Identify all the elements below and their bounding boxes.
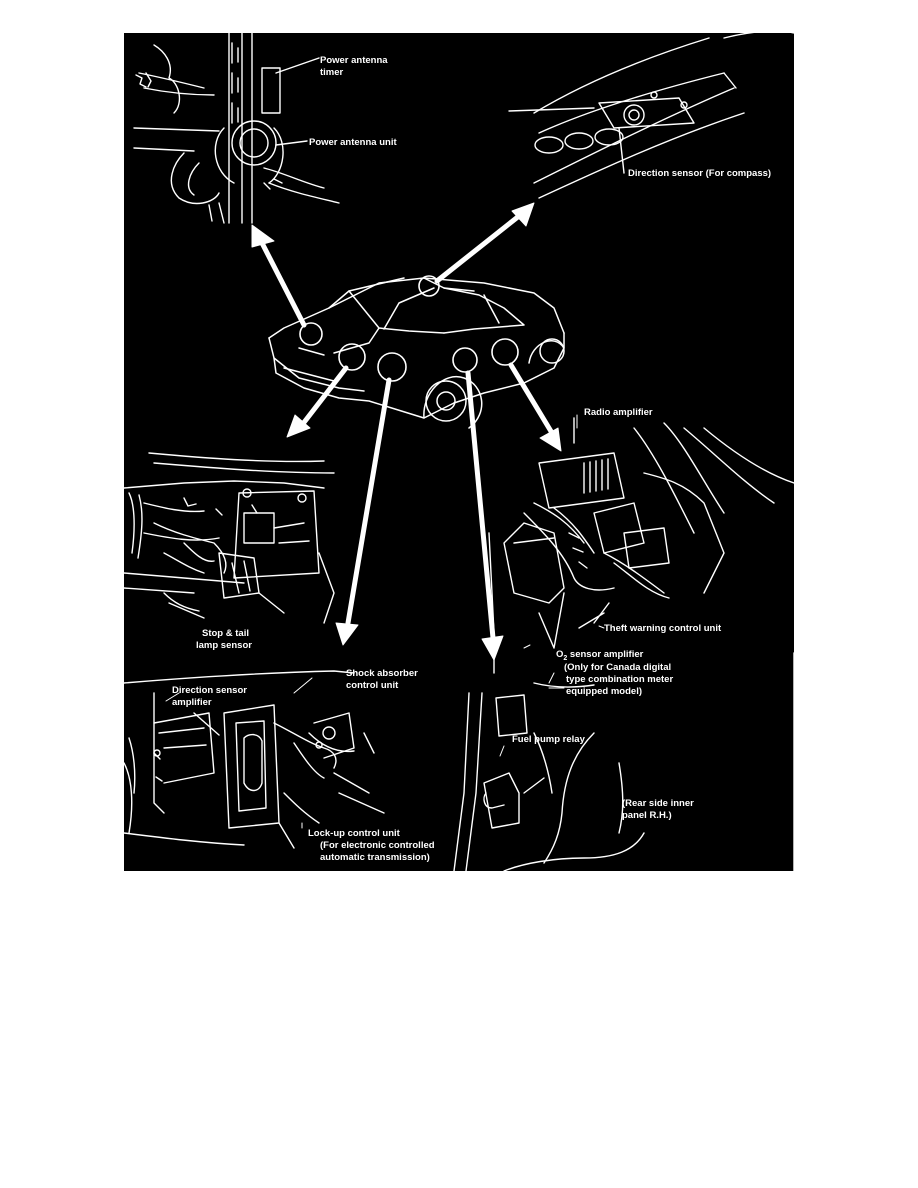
- arrow-to-stop-tail: [299, 365, 349, 428]
- label-stop-tail-2: lamp sensor: [196, 640, 252, 651]
- power-antenna-illustration: [133, 33, 340, 224]
- label-power-antenna-timer-1: Power antenna: [320, 55, 388, 66]
- label-rear-side-1: (Rear side inner: [622, 798, 694, 809]
- label-lockup-2: (For electronic controlled: [320, 840, 435, 851]
- car-illustration: [268, 277, 565, 429]
- arrow-to-direction-sensor: [434, 213, 522, 284]
- arrowhead-radio-amplifier: [539, 427, 562, 452]
- marker-direction-sensor: [418, 275, 440, 297]
- stop-tail-lamp-illustration: [124, 452, 335, 624]
- shock-absorber-illustration: [124, 670, 385, 849]
- radio-amplifier-illustration: [488, 417, 794, 674]
- o2-subscript: 2: [563, 654, 568, 662]
- marker-stop-tail: [338, 343, 366, 371]
- arrowhead-stop-tail: [286, 414, 311, 438]
- leader-lines: [165, 414, 605, 829]
- label-power-antenna-timer-2: timer: [320, 67, 344, 78]
- label-canada-3: equipped model): [566, 686, 642, 697]
- label-direction-sensor-amplifier-1: Direction sensor: [172, 685, 247, 696]
- marker-radio-amplifier: [491, 338, 519, 366]
- label-lockup-1: Lock-up control unit: [308, 828, 400, 839]
- o2-prefix: O: [556, 649, 564, 660]
- arrowhead-fuel-pump: [481, 635, 504, 661]
- fuel-pump-relay-illustration: [453, 652, 794, 871]
- o2-rest: sensor amplifier: [567, 649, 644, 660]
- arrowhead-direction-sensor: [511, 202, 535, 227]
- label-rear-side-2: panel R.H.): [622, 810, 672, 821]
- label-canada-1: (Only for Canada digital: [564, 662, 672, 673]
- label-power-antenna-unit: Power antenna unit: [309, 137, 397, 148]
- label-stop-tail-1: Stop & tail: [202, 628, 249, 639]
- direction-sensor-illustration: [508, 33, 794, 199]
- label-canada-2: type combination meter: [566, 674, 674, 685]
- component-location-diagram: Power antenna timer Power antenna unit D…: [124, 33, 794, 871]
- arrow-to-shock-absorber: [345, 377, 392, 626]
- label-lockup-3: automatic transmission): [320, 852, 430, 863]
- label-fuel-pump-relay: Fuel pump relay: [512, 734, 585, 745]
- label-theft-warning: Theft warning control unit: [604, 623, 722, 634]
- pointer-arrows: [251, 202, 562, 661]
- arrowhead-shock-absorber: [335, 622, 359, 646]
- label-direction-sensor-amplifier-2: amplifier: [172, 697, 212, 708]
- arrow-to-radio-amplifier: [508, 362, 555, 436]
- arrowhead-power-antenna: [251, 224, 275, 248]
- label-o2-sensor-amplifier: O2 sensor amplifier: [556, 649, 643, 664]
- diagram-artwork: [124, 33, 794, 871]
- label-direction-sensor-compass: Direction sensor (For compass): [628, 168, 772, 179]
- arrow-to-power-antenna: [258, 238, 307, 328]
- label-radio-amplifier: Radio amplifier: [584, 407, 653, 418]
- marker-shock-absorber: [377, 352, 407, 382]
- label-shock-absorber-1: Shock absorber: [346, 668, 418, 679]
- marker-power-antenna: [299, 322, 323, 346]
- location-markers: [299, 275, 519, 382]
- marker-fuel-pump: [452, 347, 478, 373]
- label-shock-absorber-2: control unit: [346, 680, 399, 691]
- arrow-to-fuel-pump: [465, 370, 496, 641]
